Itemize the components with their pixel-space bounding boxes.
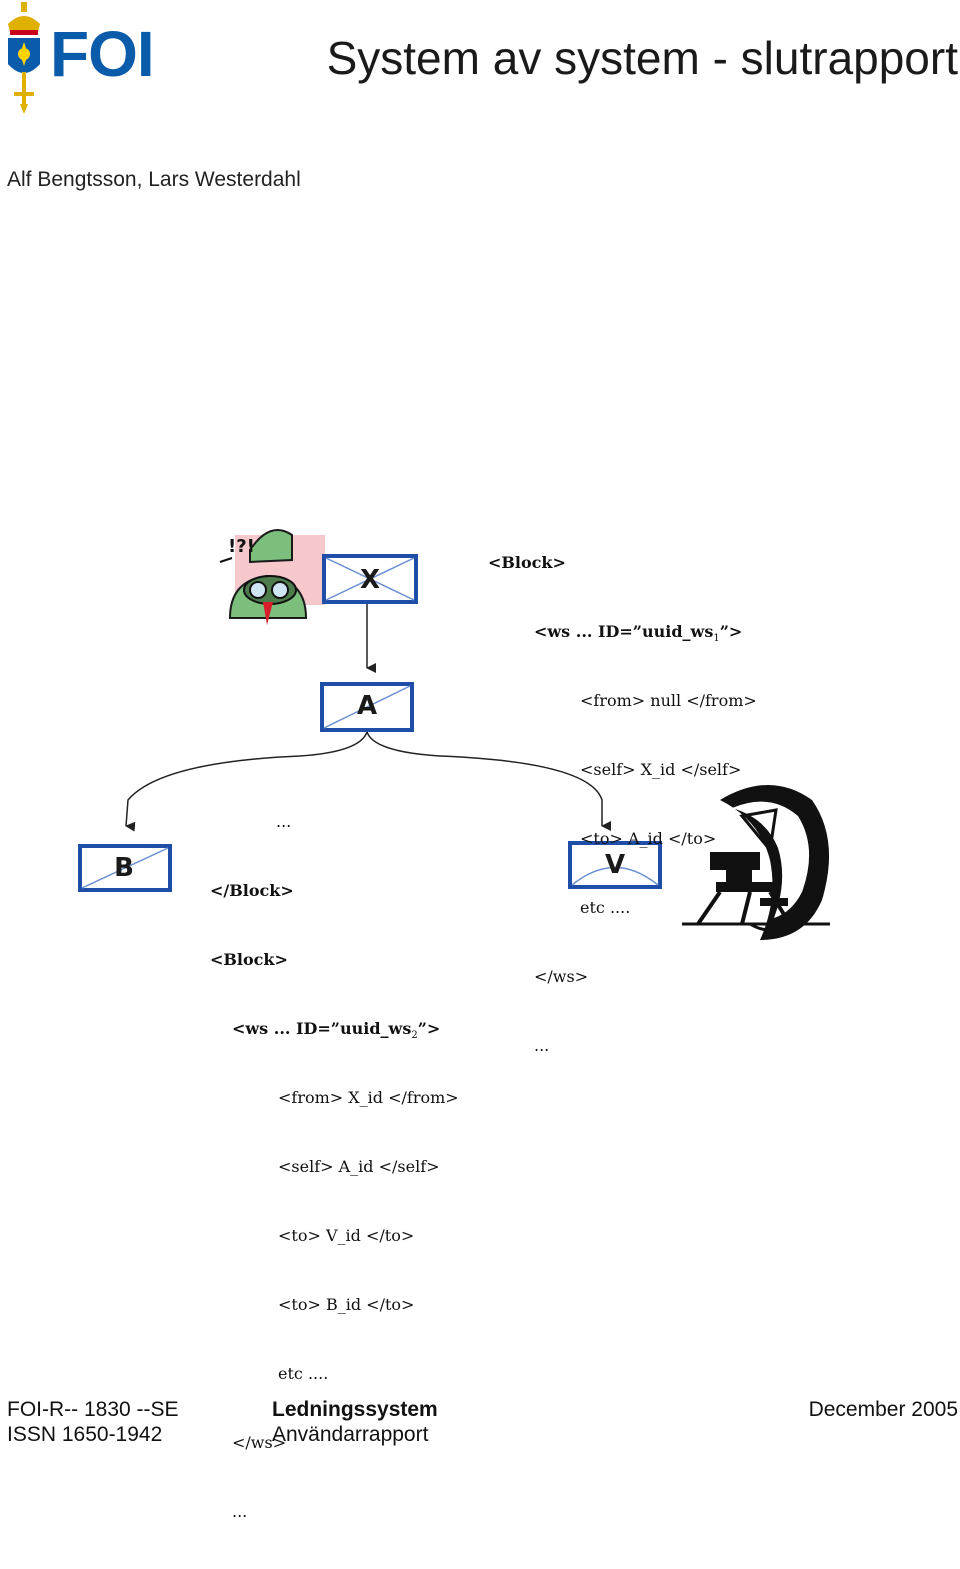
xml-snippet-bottom: ... </Block> <Block> <ws ... ID=”uuid_ws…	[210, 764, 459, 1569]
publication-date: December 2005	[808, 1398, 958, 1421]
xml-line: <Block>	[488, 553, 566, 572]
svg-text:!?!: !?!	[228, 536, 255, 557]
node-a-label: A	[357, 691, 377, 721]
authors: Alf Bengtsson, Lars Westerdahl	[7, 168, 301, 191]
xml-line: </Block>	[210, 881, 294, 900]
arrow-a-to-v	[366, 731, 611, 831]
node-x-label: X	[360, 565, 380, 595]
report-type: Användarrapport	[272, 1423, 429, 1446]
system-diagram: !?! X A B V	[70, 500, 850, 1521]
radar-dish-icon	[682, 785, 830, 940]
crown-crest-icon	[8, 2, 40, 114]
node-v: V	[568, 841, 662, 889]
xml-line: </ws>	[534, 967, 589, 986]
xml-line: ...	[276, 812, 292, 831]
foi-logo-text: FOI	[50, 18, 155, 90]
xml-line: <to> V_id </to>	[278, 1226, 415, 1245]
node-a: A	[320, 682, 414, 732]
xml-line: <ws ... ID=”uuid_ws2”>	[232, 1019, 441, 1042]
xml-line: <Block>	[210, 950, 288, 969]
node-v-label: V	[605, 850, 625, 880]
xml-line: <ws ... ID=”uuid_ws1”>	[534, 622, 743, 645]
xml-line: <to> A_id </to>	[580, 829, 717, 848]
arrow-a-to-b	[125, 731, 368, 832]
node-b-label: B	[114, 853, 134, 883]
xml-line: <self> X_id </self>	[580, 760, 742, 779]
xml-line: <from> null </from>	[580, 691, 757, 710]
xml-snippet-top: <Block> <ws ... ID=”uuid_ws1”> <from> nu…	[488, 505, 757, 1103]
xml-line: <from> X_id </from>	[278, 1088, 459, 1107]
xml-line: etc ....	[580, 898, 631, 917]
xml-line: <self> A_id </self>	[278, 1157, 440, 1176]
node-b: B	[78, 844, 172, 892]
category: Ledningssystem	[272, 1398, 438, 1421]
xml-line: ...	[534, 1036, 550, 1055]
issn: ISSN 1650-1942	[7, 1423, 163, 1446]
page-title: System av system - slutrapport	[326, 32, 958, 84]
xml-line: <to> B_id </to>	[278, 1295, 415, 1314]
diagram-canvas: !?! X A B V	[78, 529, 830, 940]
foi-logo: FOI	[0, 0, 170, 118]
report-number: FOI-R-- 1830 --SE	[7, 1398, 179, 1421]
footer-report-info: FOI-R-- 1830 --SE ISSN 1650-1942	[7, 1397, 179, 1447]
footer-date: December 2005	[809, 1397, 958, 1422]
footer-category: Ledningssystem Användarrapport	[272, 1397, 438, 1447]
soldier-with-binoculars-icon: !?!	[219, 529, 325, 625]
xml-line: ...	[232, 1502, 248, 1521]
xml-line: etc ....	[278, 1364, 329, 1383]
node-x: X	[322, 554, 418, 604]
